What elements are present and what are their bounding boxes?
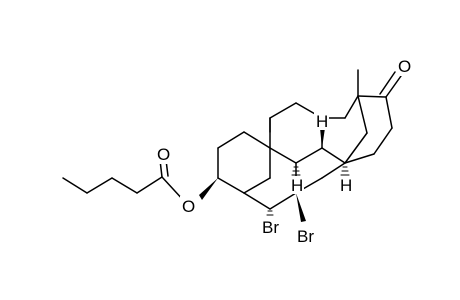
ketone-bond <box>379 71 402 98</box>
ester-carbonyl-oxygen-label: O <box>157 145 170 164</box>
ring-d-bonds <box>321 95 393 164</box>
c8-hydrogen-label: H <box>316 112 328 131</box>
c3-ester-wedge <box>199 178 218 200</box>
c6-bromine-label: Br <box>297 227 314 246</box>
c6-br-wedge <box>296 193 306 222</box>
c9-h-hash <box>291 166 301 176</box>
ester-chain-bonds <box>62 159 186 203</box>
ketone-oxygen-label: O <box>398 57 411 76</box>
ester-oxygen-label: O <box>182 197 195 216</box>
methyl-bonds <box>269 69 359 133</box>
c5-bromine-label: Br <box>262 218 279 237</box>
c14-hydrogen-label: H <box>340 176 352 195</box>
c8-h-wedge <box>320 128 325 148</box>
c9-hydrogen-label: H <box>291 176 303 195</box>
ring-a-bonds <box>217 131 271 194</box>
c14-h-hash <box>340 166 350 176</box>
atom-labels: O O O Br Br H H H <box>155 56 412 246</box>
